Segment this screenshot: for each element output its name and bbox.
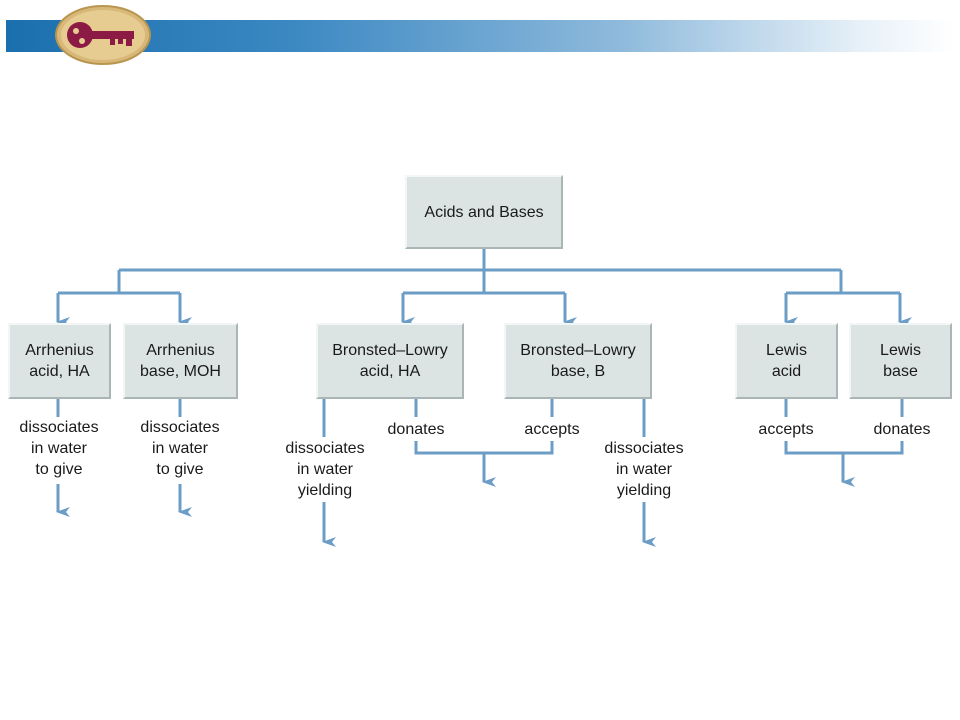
node-label: Lewis base — [880, 342, 921, 380]
edge-label-bronsted-acid-donates: donates — [387, 421, 445, 438]
edge-label-lewis-acid-accepts: accepts — [758, 421, 814, 438]
node-arrhenius-base: Arrhenius base, MOH — [123, 323, 238, 399]
node-acids-and-bases: Acids and Bases — [405, 175, 563, 249]
key-icon — [55, 5, 151, 65]
node-lewis-acid: Lewis acid — [735, 323, 838, 399]
edge-label-lewis-base-donates: donates — [873, 421, 931, 438]
node-bronsted-lowry-base: Bronsted–Lowry base, B — [504, 323, 652, 399]
edge-label-bronsted-acid-dissociates: dissociates in water yielding — [285, 440, 365, 499]
edge-label-arrhenius-acid: dissociates in water to give — [19, 419, 99, 478]
edge-label-bronsted-base-accepts: accepts — [524, 421, 580, 438]
node-label: Acids and Bases — [424, 203, 544, 221]
node-arrhenius-acid: Arrhenius acid, HA — [8, 323, 111, 399]
node-label: Bronsted–Lowry base, B — [520, 342, 636, 380]
edge-label-arrhenius-base: dissociates in water to give — [140, 419, 220, 478]
node-label: Arrhenius base, MOH — [140, 342, 221, 380]
header-banner — [6, 20, 954, 52]
node-label: Lewis acid — [766, 342, 807, 380]
node-bronsted-lowry-acid: Bronsted–Lowry acid, HA — [316, 323, 464, 399]
edge-label-bronsted-base-dissociates: dissociates in water yielding — [604, 440, 684, 499]
node-label: Bronsted–Lowry acid, HA — [332, 342, 448, 380]
node-lewis-base: Lewis base — [849, 323, 952, 399]
node-label: Arrhenius acid, HA — [25, 342, 94, 380]
